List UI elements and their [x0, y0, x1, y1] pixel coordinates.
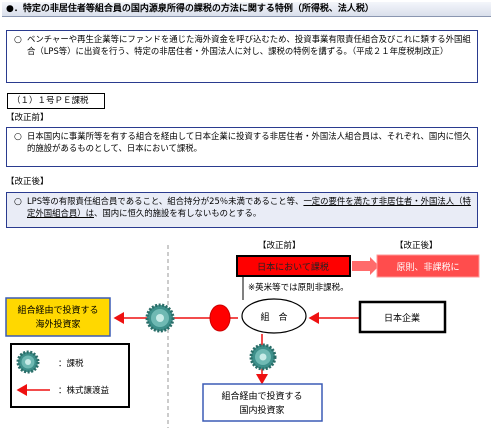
before-text: 日本国内に事業所等を有する組合を経由して日本企業に投資する非居住者・外国法人組合… — [27, 131, 471, 153]
intro-text: ベンチャーや再生企業等にファンドを通じた海外資金を呼び込むため、投資事業有限責任… — [27, 34, 471, 56]
legend-tax-text: ：課税 — [58, 358, 84, 369]
gear-icon — [145, 303, 175, 333]
overseas-investor-line2: 海外投資家 — [35, 318, 80, 330]
after-text: LPS等の有限責任組合員であること、組合持分が25％未満であること等、一定の要件… — [27, 195, 472, 219]
overseas-investor-line1: 組合経由で投資する — [17, 304, 98, 316]
intro-bullet: ○ — [14, 35, 22, 45]
domestic-investor-line1: 組合経由で投資する — [221, 390, 302, 402]
before-box: ○ 日本国内に事業所等を有する組合を経由して日本企業に投資する非居住者・外国法人… — [6, 127, 478, 167]
not-taxed-text: 原則、非課税に — [396, 261, 459, 273]
domestic-investor-line2: 国内投資家 — [239, 404, 284, 416]
after-text-underlined: 一定の要件を満たす非居住者・外国法人（特定外国組合員）は — [27, 196, 471, 218]
section-label: （１）１号ＰＥ課税 — [7, 93, 105, 109]
domestic-investor-box — [202, 383, 323, 422]
partnership-label: 組 合 — [260, 311, 287, 323]
change-arrow — [352, 257, 379, 275]
taxed-text: 日本において課税 — [257, 261, 329, 273]
diagram-label-before: 【改正前】 — [258, 240, 301, 251]
japan-company-box — [358, 300, 447, 334]
diagram-label-after: 【改正後】 — [395, 240, 438, 251]
after-text-plain: LPS等の有限責任組合員であること、組合持分が25％未満であること等、 — [27, 196, 304, 206]
after-label: 【改正後】 — [6, 177, 49, 187]
note-text: ※英米等では原則非課税。 — [248, 282, 349, 293]
taxing-point-marker — [209, 304, 231, 332]
before-label: 【改正前】 — [6, 113, 49, 123]
legend-gear-icon — [16, 350, 40, 374]
overseas-investor-box — [5, 297, 111, 337]
partnership-ellipse — [241, 298, 307, 334]
not-taxed-box — [376, 254, 480, 278]
page-title: ●．特定の非居住者等組合員の国内源泉所得の課税の方法に関する特例（所得税、法人税… — [2, 2, 491, 17]
after-text-end: 、国内に恒久的施設を有しないものとする。 — [94, 208, 262, 218]
after-box: ○ LPS等の有限責任組合員であること、組合持分が25％未満であること等、一定の… — [6, 192, 478, 228]
gear-icon — [249, 343, 277, 371]
after-bullet: ○ — [14, 197, 22, 207]
japan-company-label: 日本企業 — [384, 312, 420, 324]
taxed-box — [236, 255, 351, 277]
intro-box: ○ ベンチャーや再生企業等にファンドを通じた海外資金を呼び込むため、投資事業有限… — [6, 30, 478, 83]
legend-gain-text: ：株式譲渡益 — [58, 385, 110, 396]
before-bullet: ○ — [14, 132, 22, 142]
